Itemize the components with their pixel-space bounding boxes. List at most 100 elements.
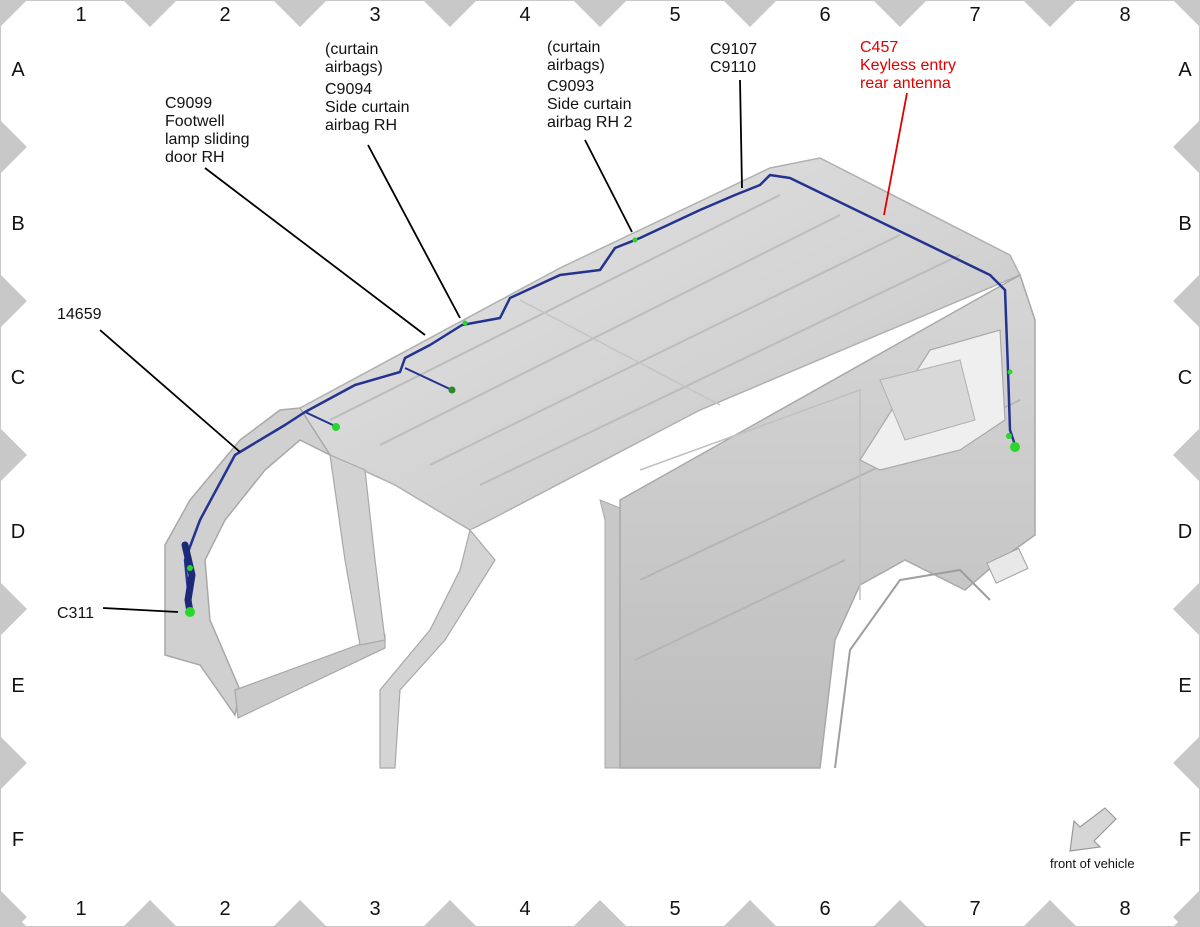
grid-marker-bottom [723,900,777,927]
grid-marker-top [1023,0,1077,27]
grid-marker-top [723,0,777,27]
grid-marker-left [0,274,27,328]
grid-marker-left [0,428,27,482]
grid-column-label-bottom: 3 [369,898,380,920]
grid-marker-top [873,0,927,27]
connector-c457 [1010,442,1020,452]
connector-c311 [185,607,195,617]
grid-column-label-bottom: 6 [819,898,830,920]
grid-marker-right [1173,120,1200,174]
harness-main-run [183,173,1017,611]
callout-c9094-line: airbags) [325,59,383,76]
grid-column-label-top: 7 [969,4,980,26]
van-body-illustration [164,157,1036,769]
callout-c9099-line: Footwell [165,113,225,130]
grid-marker-bottom [1023,900,1077,927]
grid-row-label-right: E [1178,675,1191,697]
wiring-harness [181,173,1020,617]
grid-marker-bottom [273,900,327,927]
grid-marker-right [1180,0,1200,20]
callout-c457-line: C457 [860,39,898,56]
grid-marker-left [0,736,27,790]
front-pillar [164,407,333,717]
callout-c9093-line: (curtain [547,39,600,56]
b-pillar [329,454,386,646]
grid-marker-top [273,0,327,27]
grid-row-label-right: A [1178,59,1192,81]
callout-c9107: C9107 C9110 [710,41,757,76]
connector-pillar [187,565,193,571]
callout-c9093-line: airbags) [547,57,605,74]
grid-marker-left [0,890,27,927]
connector-c9094 [448,386,456,394]
arrow-down-left-icon [1069,807,1117,852]
harness-pillar-bundle [181,541,196,616]
grid-column-label-top: 3 [369,4,380,26]
callout-c9093: (curtain airbags) C9093 Side curtain air… [547,39,632,131]
callout-c9093-line: airbag RH 2 [547,114,632,131]
grid-row-label-left: F [12,829,24,851]
callout-c9107-line: C9110 [710,59,756,76]
callout-c457-line: rear antenna [860,75,951,92]
grid-column-label-top: 1 [75,4,86,26]
grid-row-label-right: C [1178,367,1192,389]
grid-column-label-bottom: 4 [519,898,530,920]
grid-column-label-bottom: 7 [969,898,980,920]
front-of-vehicle-label: front of vehicle [1050,856,1135,871]
grid-row-label-right: F [1179,829,1191,851]
callout-c9093-line: C9093 [547,78,594,95]
grid-column-label-bottom: 5 [669,898,680,920]
callout-14659: 14659 [57,306,102,323]
callout-c9094-line: airbag RH [325,117,397,134]
grid-column-label-top: 4 [519,4,530,26]
grid-row-label-left: B [11,213,24,235]
callout-c9107-line: C9107 [710,41,757,58]
grid-row-label-left: C [11,367,25,389]
grid-column-label-top: 6 [819,4,830,26]
grid-marker-top [123,0,177,27]
leader-lines [99,79,908,613]
grid-marker-right [1173,890,1200,927]
grid-row-label-right: D [1178,521,1192,543]
connector-c9099 [332,423,340,431]
grid-marker-top [423,0,477,27]
grid-column-label-bottom: 1 [75,898,86,920]
grid-marker-left [0,120,27,174]
callout-c9093-line: Side curtain [547,96,632,113]
grid-row-label-left: A [11,59,25,81]
grid-marker-right [1173,582,1200,636]
connector-c9093 [632,237,638,243]
callout-c9099-line: door RH [165,149,225,166]
grid-marker-right [1173,274,1200,328]
c-pillar-front [379,528,496,769]
grid-column-label-top: 5 [669,4,680,26]
callout-c9094-line: Side curtain [325,99,410,116]
callout-c9094-line: C9094 [325,81,372,98]
grid-marker-bottom [423,900,477,927]
callout-c457: C457 Keyless entry rear antenna [860,39,956,92]
grid-marker-right [1173,428,1200,482]
front-of-vehicle-indicator: front of vehicle [1050,807,1135,871]
callout-c9099-line: C9099 [165,95,212,112]
grid-column-label-bottom: 8 [1119,898,1130,920]
callout-c9099-line: lamp sliding [165,131,249,148]
grid-marker-right [1173,736,1200,790]
grid-marker-left [0,582,27,636]
grid-marker-left [0,0,20,20]
grid-marker-bottom [873,900,927,927]
callout-c9099: C9099 Footwell lamp sliding door RH [165,95,249,166]
grid-row-label-left: E [11,675,24,697]
callout-c311: C311 [57,605,94,622]
grid-marker-bottom [123,900,177,927]
grid-row-label-right: B [1178,213,1191,235]
grid-marker-bottom [573,900,627,927]
callout-c457-line: Keyless entry [860,57,956,74]
callout-c9094: (curtain airbags) C9094 Side curtain air… [325,41,410,134]
grid-column-label-bottom: 2 [219,898,230,920]
grid-column-label-top: 8 [1119,4,1130,26]
callout-c9094-line: (curtain [325,41,378,58]
grid-column-label-top: 2 [219,4,230,26]
